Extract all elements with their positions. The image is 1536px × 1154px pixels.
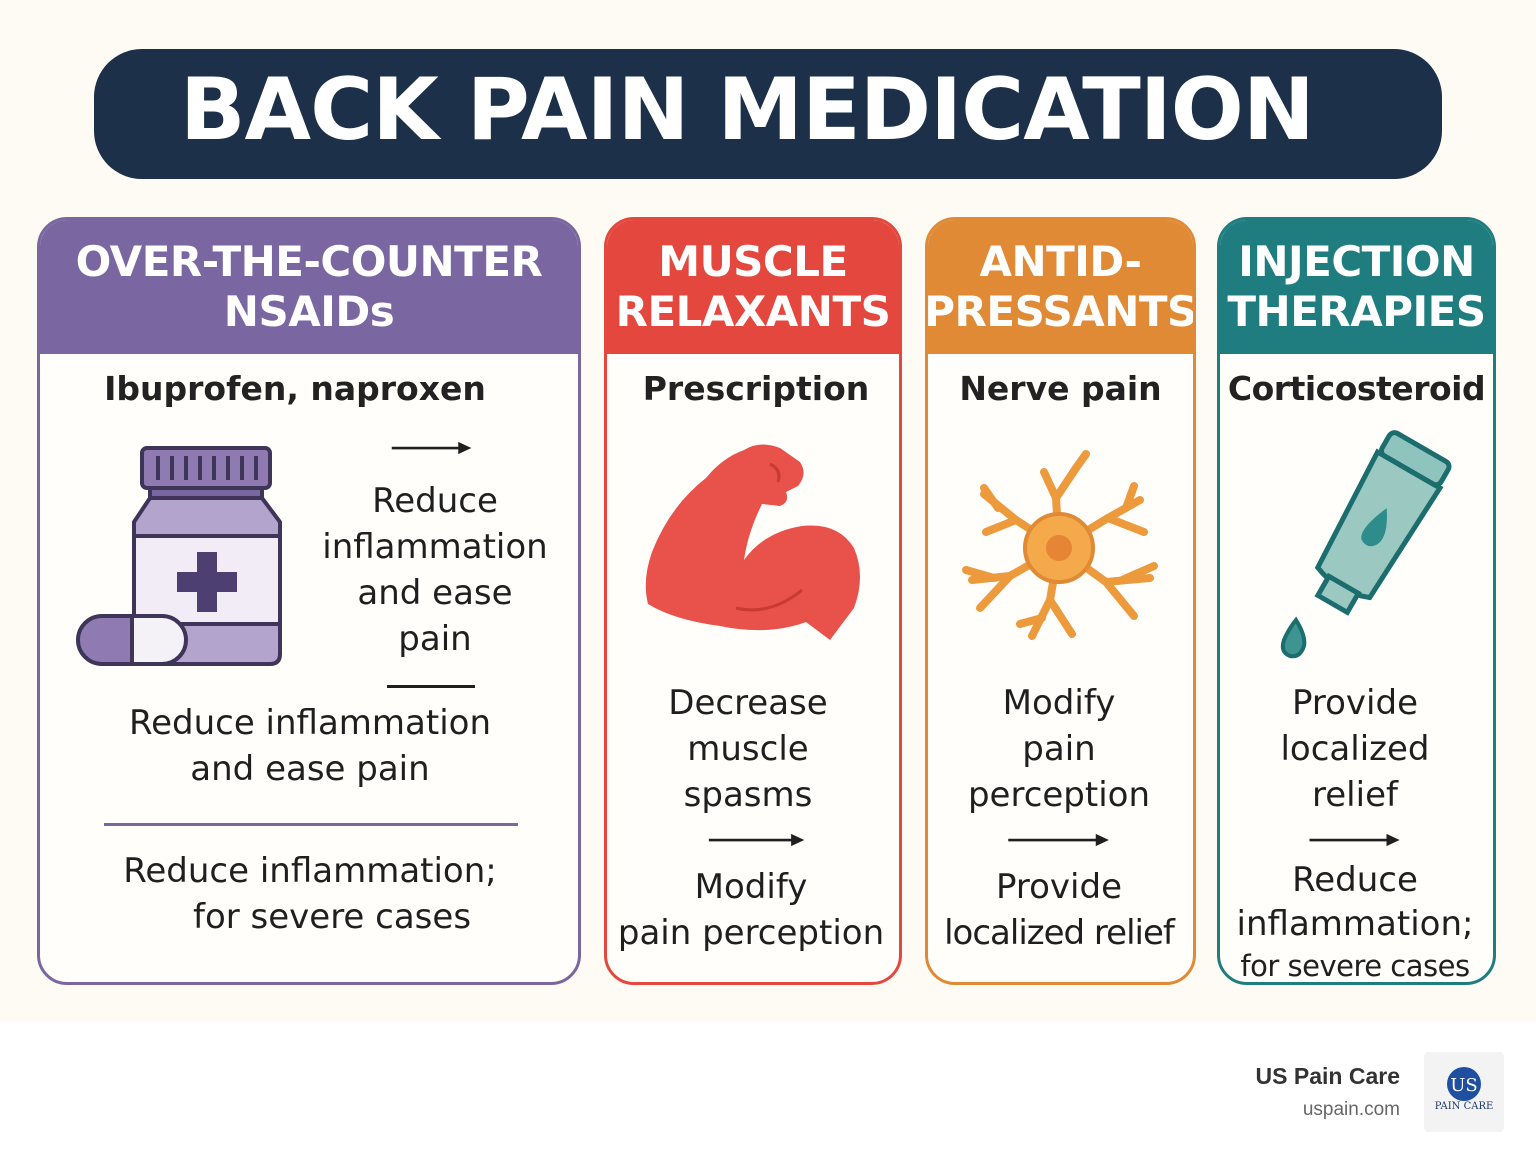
card-antidepressants-text-1: Modify pain perception xyxy=(967,683,1151,815)
card-nsaids: OVER-THE-COUNTER NSAIDs xyxy=(37,217,581,985)
logo-mark-icon: US xyxy=(1447,1067,1481,1101)
card-antidepressants-subtitle: Nerve pain xyxy=(959,369,1162,408)
card-injection-therapies: INJECTION THERAPIES xyxy=(1217,217,1496,985)
card-muscle-relaxants-text-1: Decrease muscle spasms xyxy=(668,683,828,815)
heading-line: THERAPIES xyxy=(1227,287,1486,336)
divider xyxy=(104,823,518,826)
title-banner xyxy=(94,49,1442,179)
heading-line: INJECTION xyxy=(1238,237,1475,286)
card-injection-therapies-text-2: Reduce inflammation; for severe cases xyxy=(1236,860,1474,983)
page-title: BACK PAIN MEDICATION xyxy=(180,60,1315,160)
brand-logo: US xyxy=(1424,1052,1504,1132)
card-injection-therapies-text-1: Provide localized relief xyxy=(1280,683,1430,815)
arrow-icon xyxy=(708,833,805,847)
card-antidepressants-text-2: Provide localized relief xyxy=(944,867,1175,953)
heading-line: RELAXANTS xyxy=(615,287,891,336)
heading-line: OVER-THE-COUNTER xyxy=(75,237,543,286)
card-muscle-relaxants-text-2: Modify pain perception xyxy=(617,867,885,953)
card-antidepressants-heading: ANTID- PRESSANTS xyxy=(928,220,1193,354)
arrow-icon xyxy=(1309,833,1400,847)
arrow-icon xyxy=(391,441,472,455)
svg-text:US: US xyxy=(1450,1075,1478,1096)
arrow-icon xyxy=(1008,833,1109,847)
card-nsaids-text-1: Reduce inflammation and ease pain xyxy=(128,703,491,789)
divider xyxy=(387,685,475,688)
brand-logo-text: PAIN CARE xyxy=(1434,1101,1494,1112)
heading-line: PRESSANTS xyxy=(925,287,1196,336)
heading-line: NSAIDs xyxy=(223,287,395,336)
card-injection-therapies-subtitle: Corticosteroid xyxy=(1227,369,1486,408)
card-nsaids-subtitle: Ibuprofen, naproxen xyxy=(104,369,486,408)
neuron-icon xyxy=(962,450,1158,640)
pill-bottle-icon xyxy=(76,446,282,666)
card-nsaids-text-2: Reduce inflammation; for severe cases xyxy=(123,851,497,937)
brand-name: US Pain Care xyxy=(1255,1063,1400,1089)
card-nsaids-side-text: Reduce inflammation and ease pain xyxy=(322,481,548,659)
heading-line: ANTID- xyxy=(979,237,1142,286)
brand-url[interactable]: uspain.com xyxy=(1302,1099,1400,1120)
card-injection-therapies-heading: INJECTION THERAPIES xyxy=(1220,220,1493,354)
card-nsaids-heading: OVER-THE-COUNTER NSAIDs xyxy=(40,220,578,354)
flexed-arm-icon xyxy=(645,444,860,640)
card-muscle-relaxants-subtitle: Prescription xyxy=(642,369,870,408)
ointment-tube-icon xyxy=(1280,430,1452,659)
card-muscle-relaxants-heading: MUSCLE RELAXANTS xyxy=(607,220,899,354)
card-antidepressants: ANTID- PRESSANTS xyxy=(925,217,1196,985)
heading-line: MUSCLE xyxy=(658,237,848,286)
